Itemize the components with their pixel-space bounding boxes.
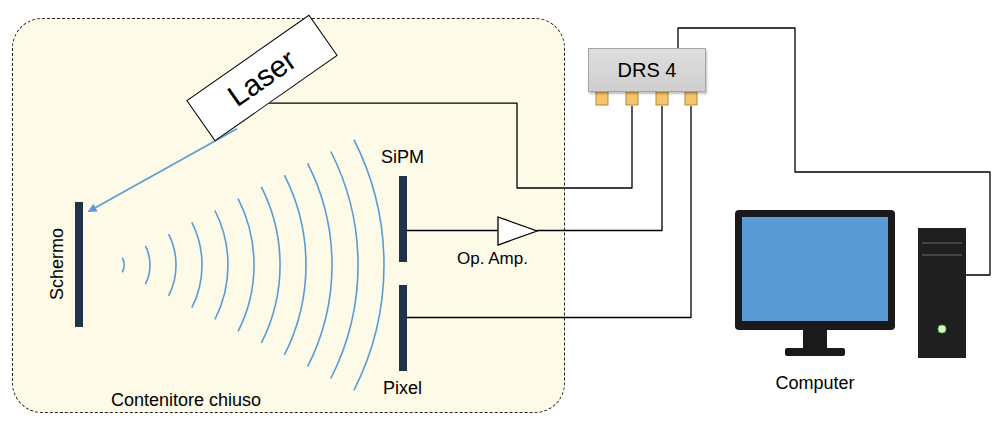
node-label: Schermo bbox=[46, 227, 67, 299]
closed-container: Contenitore chiuso LaserSchermo SiPM Op. Am… bbox=[12, 18, 565, 413]
power-led bbox=[938, 325, 946, 333]
op-amp-triangle bbox=[498, 217, 537, 245]
node-label: DRS 4 bbox=[618, 59, 677, 82]
wave-arc bbox=[308, 163, 332, 366]
screen: Schermo bbox=[45, 202, 85, 327]
connector bbox=[407, 106, 692, 318]
drs-ports bbox=[596, 92, 697, 105]
wave-arc bbox=[145, 246, 150, 284]
wave-arc bbox=[354, 140, 384, 391]
sound-waves bbox=[122, 140, 384, 391]
monitor-frame bbox=[735, 210, 895, 330]
wave-arc bbox=[284, 175, 306, 355]
wave-arc bbox=[169, 234, 176, 296]
wave-arc bbox=[331, 152, 358, 379]
pixel-bar bbox=[399, 285, 407, 371]
pixel-sensor: Pixel bbox=[377, 285, 429, 403]
text-holder: Schermo bbox=[46, 227, 67, 299]
connector bbox=[269, 103, 633, 188]
op-amp: Op. Amp. bbox=[446, 216, 540, 272]
monitor-screen bbox=[742, 217, 888, 321]
node-label: Computer bbox=[730, 373, 900, 394]
drs-port bbox=[656, 92, 668, 105]
screen-bar bbox=[75, 202, 83, 327]
node-label: Pixel bbox=[377, 378, 429, 399]
computer: Computer bbox=[730, 205, 970, 397]
text-holder: Pixel bbox=[377, 378, 429, 399]
wave-arc bbox=[261, 187, 280, 343]
drs-port bbox=[596, 92, 608, 105]
node-label: SiPM bbox=[377, 147, 429, 168]
wave-arc bbox=[122, 258, 124, 273]
wave-arc bbox=[192, 222, 202, 307]
monitor-base bbox=[785, 348, 845, 356]
drs-port bbox=[685, 92, 697, 105]
text-holder: Contenitore chiuso bbox=[111, 390, 261, 411]
text-holder: Computer bbox=[730, 373, 900, 394]
wave-arc bbox=[215, 211, 228, 320]
sipm-sensor: SiPM bbox=[377, 147, 429, 263]
container-fill bbox=[12, 18, 565, 413]
text-holder: SiPM bbox=[377, 147, 429, 168]
connector bbox=[407, 230, 498, 231]
computer-icon bbox=[730, 205, 970, 365]
op-amp-symbol bbox=[497, 216, 539, 246]
node-label: Laser bbox=[221, 42, 302, 113]
sipm-bar bbox=[399, 176, 407, 262]
laser-box: Laser bbox=[186, 14, 338, 141]
drs-port bbox=[626, 92, 638, 105]
text-holder: Op. Amp. bbox=[446, 249, 540, 269]
connector bbox=[537, 106, 663, 231]
drs4-board: DRS 4 bbox=[588, 48, 706, 92]
monitor-neck bbox=[803, 330, 827, 350]
wave-arc bbox=[238, 199, 254, 332]
tower-bay bbox=[922, 254, 962, 255]
tower-bay bbox=[922, 242, 962, 243]
node-label: Op. Amp. bbox=[446, 249, 540, 269]
node-label: Contenitore chiuso bbox=[111, 390, 261, 411]
pc-tower bbox=[918, 228, 966, 358]
